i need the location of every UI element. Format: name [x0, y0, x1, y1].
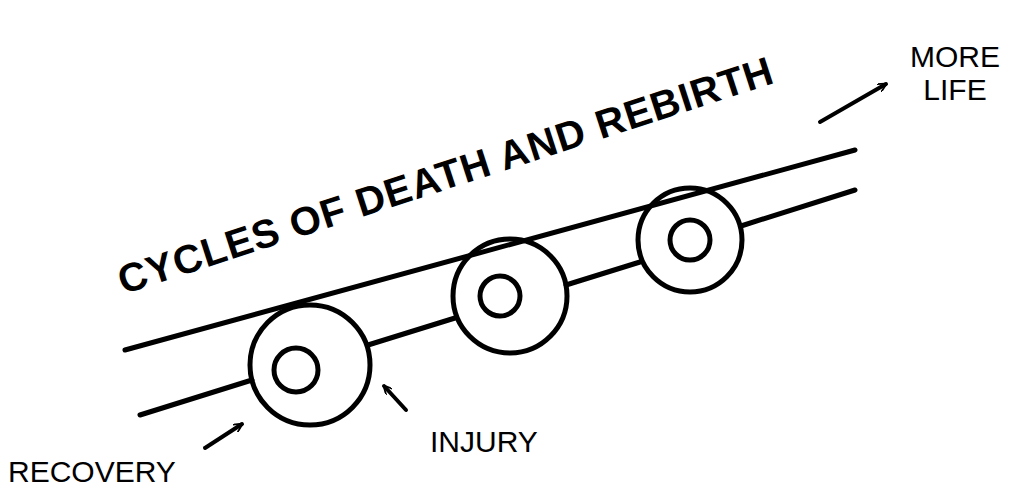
annotation-label: RECOVERY [8, 455, 176, 488]
loop-inner [670, 220, 710, 260]
annotation-label: INJURY [430, 425, 538, 458]
loop-outer [250, 305, 370, 425]
pointer-arrow [820, 84, 886, 122]
pointer-arrow [384, 386, 406, 410]
band-edge [140, 380, 252, 415]
loop-inner [274, 348, 318, 392]
band-edge [741, 190, 855, 226]
loop-inner [480, 276, 520, 316]
band-edge [368, 318, 455, 345]
pointer-arrow [205, 424, 242, 448]
band-edge [566, 262, 640, 285]
annotation-label: MORE LIFE [905, 40, 1005, 106]
